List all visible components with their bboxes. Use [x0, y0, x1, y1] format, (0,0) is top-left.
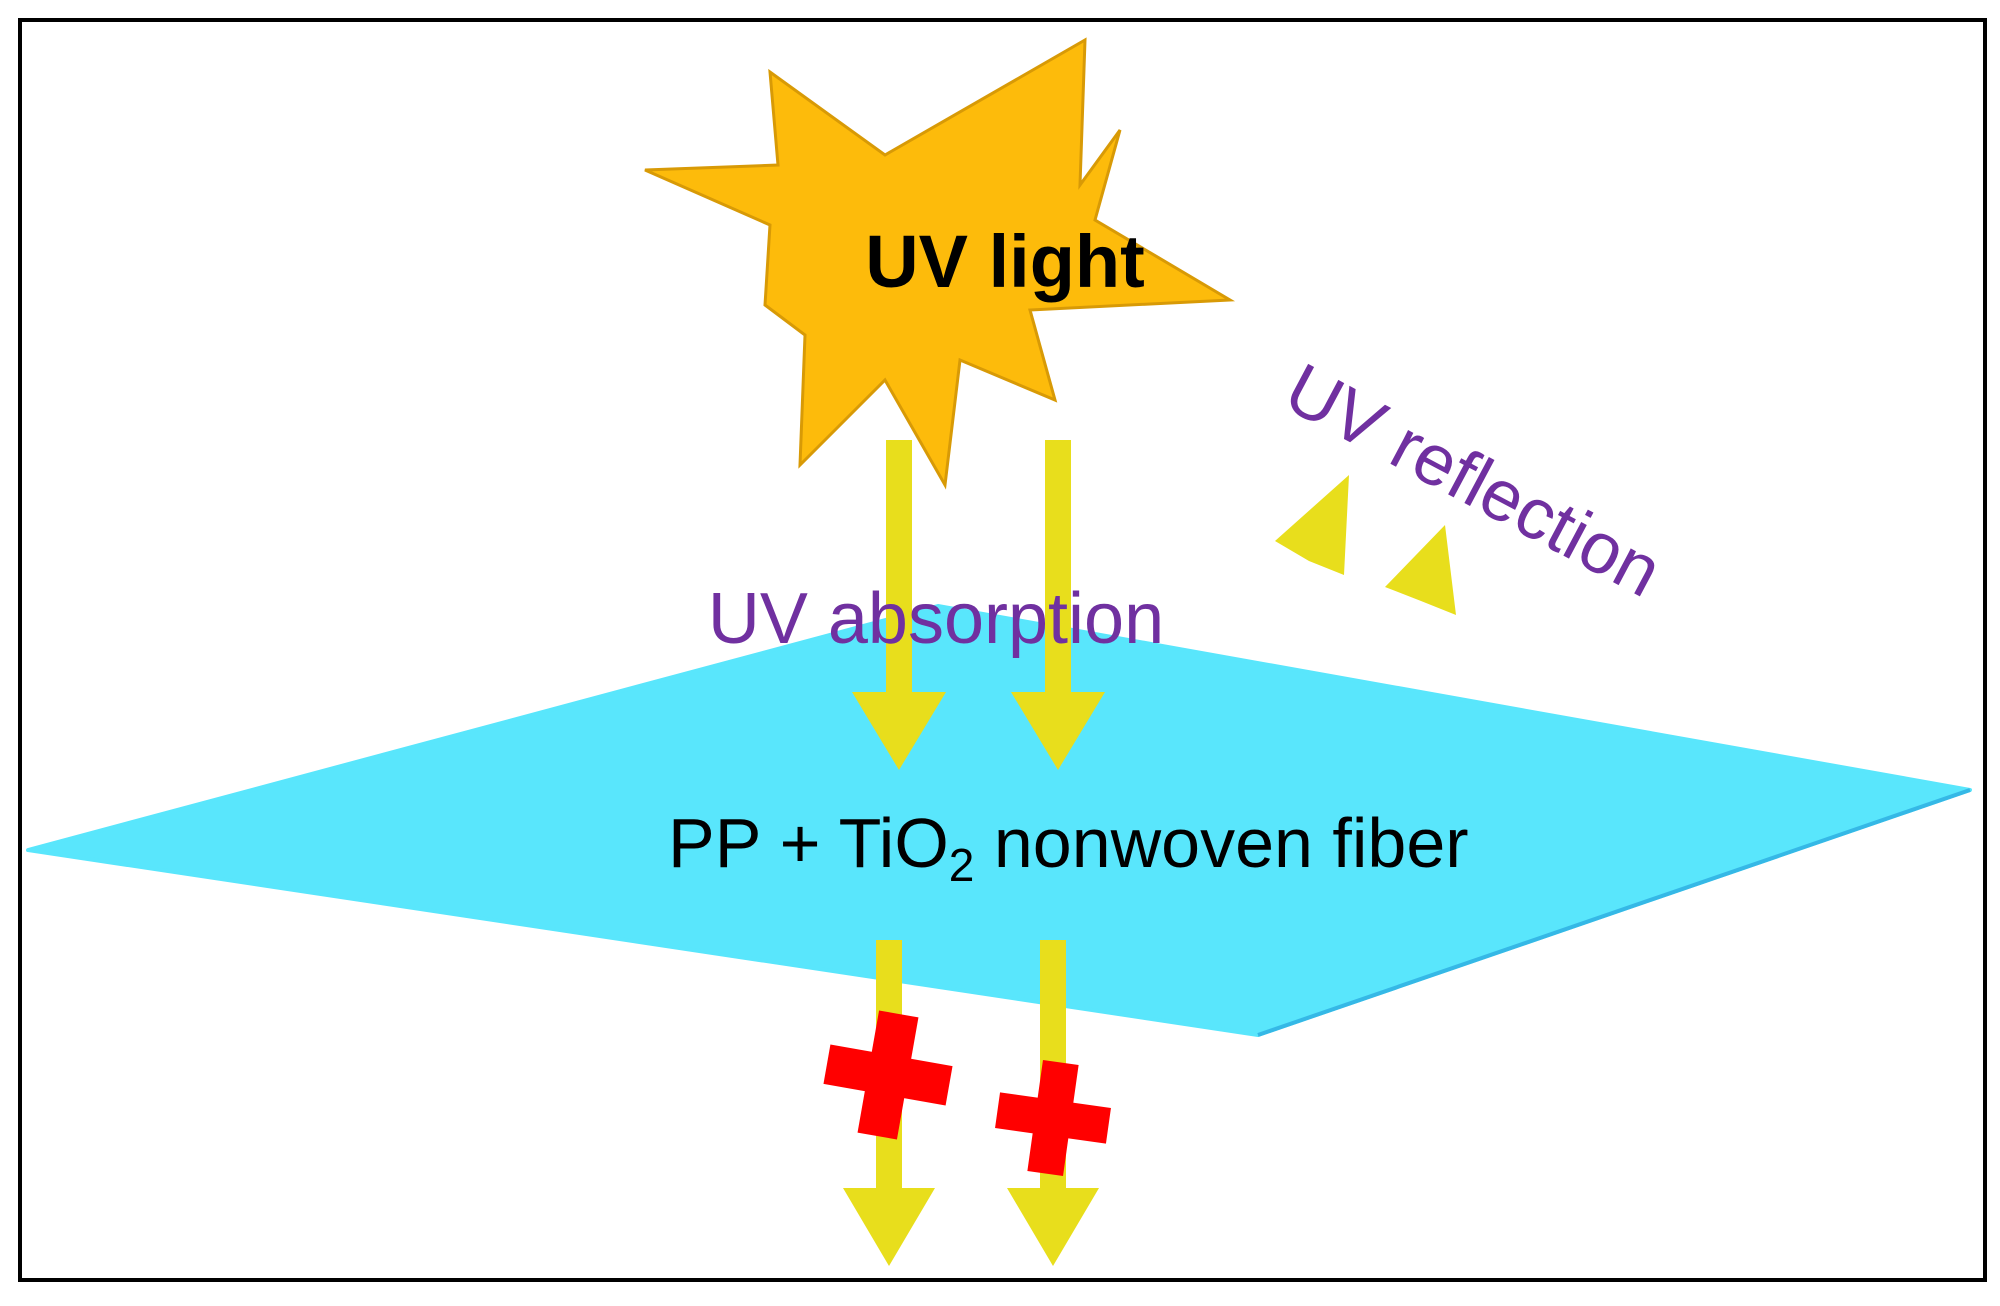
incoming-arrow-right	[1011, 440, 1105, 770]
sun-burst-icon	[644, 37, 1236, 490]
reflection-arrow-right	[1309, 525, 1456, 822]
uv-light-label: UV light	[865, 220, 1145, 303]
red-cross-icon	[995, 1060, 1111, 1176]
fiber-label: PP + TiO2 nonwoven fiber	[668, 804, 1469, 891]
reflection-arrow-left	[1198, 475, 1349, 779]
sheet-edge-bottom	[1257, 788, 1971, 1037]
incoming-arrow-left	[852, 440, 946, 770]
red-cross-icon	[823, 1010, 953, 1140]
uv-absorption-label: UV absorption	[708, 579, 1164, 659]
